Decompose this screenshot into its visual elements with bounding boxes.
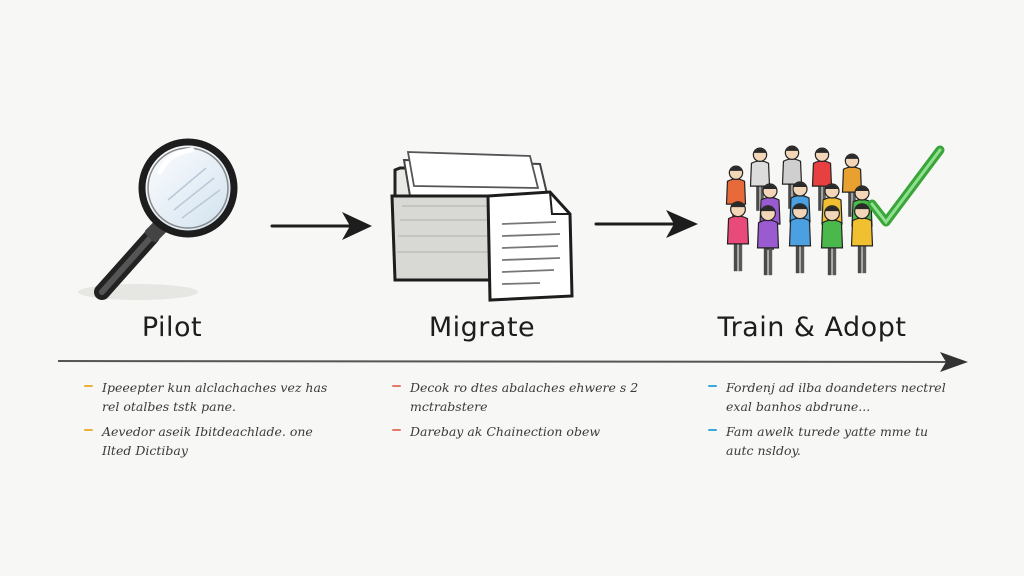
folder-documents-icon <box>390 151 574 302</box>
note-item: Darebay ak Chainection obew <box>392 422 642 441</box>
note-item: Aevedor aseik Ibitdeachlade. one Ilted D… <box>84 422 334 460</box>
person-figure <box>749 147 771 211</box>
note-text: Ipeeepter kun alclachaches vez has rel o… <box>102 380 328 414</box>
note-item: Decok ro dtes abalaches ehwere s 2 mctra… <box>392 378 642 416</box>
train-adopt-notes: Fordenj ad ilba doandeters nectrel exal … <box>708 378 958 466</box>
magnifying-glass-icon <box>78 138 238 300</box>
person-figure <box>820 205 844 276</box>
note-text: Fordenj ad ilba doandeters nectrel exal … <box>726 380 946 414</box>
timeline-axis <box>57 352 968 372</box>
stage-label-train-adopt: Train & Adopt <box>717 312 907 343</box>
bullet-dash <box>392 429 401 431</box>
stage-label-migrate: Migrate <box>428 312 536 343</box>
pilot-notes: Ipeeepter kun alclachaches vez has rel o… <box>84 378 334 466</box>
bullet-dash <box>392 385 401 387</box>
flow-arrow <box>594 210 698 238</box>
checkmark-highlight <box>870 148 942 225</box>
note-text: Aevedor aseik Ibitdeachlade. one Ilted D… <box>102 424 313 458</box>
person-figure <box>811 147 833 211</box>
flow-arrow <box>270 212 372 240</box>
person-figure <box>726 201 750 272</box>
note-text: Darebay ak Chainection obew <box>410 424 601 439</box>
checkmark-icon <box>867 145 945 227</box>
note-text: Fam awelk turede yatte mme tu autc nsldo… <box>726 424 929 458</box>
person-figure <box>756 205 780 276</box>
person-figure <box>781 145 803 209</box>
bullet-dash <box>708 429 717 431</box>
bullet-dash <box>84 385 93 387</box>
person-figure <box>850 203 874 274</box>
person-figure <box>788 203 812 274</box>
note-text: Decok ro dtes abalaches ehwere s 2 mctra… <box>410 380 639 414</box>
migrate-notes: Decok ro dtes abalaches ehwere s 2 mctra… <box>392 378 642 447</box>
note-item: Fam awelk turede yatte mme tu autc nsldo… <box>708 422 958 460</box>
stage-label-pilot: Pilot <box>141 312 203 343</box>
note-item: Ipeeepter kun alclachaches vez has rel o… <box>84 378 334 416</box>
bullet-dash <box>84 429 93 431</box>
note-item: Fordenj ad ilba doandeters nectrel exal … <box>708 378 958 416</box>
team-checkmark-icon <box>725 145 945 276</box>
bullet-dash <box>708 385 717 387</box>
